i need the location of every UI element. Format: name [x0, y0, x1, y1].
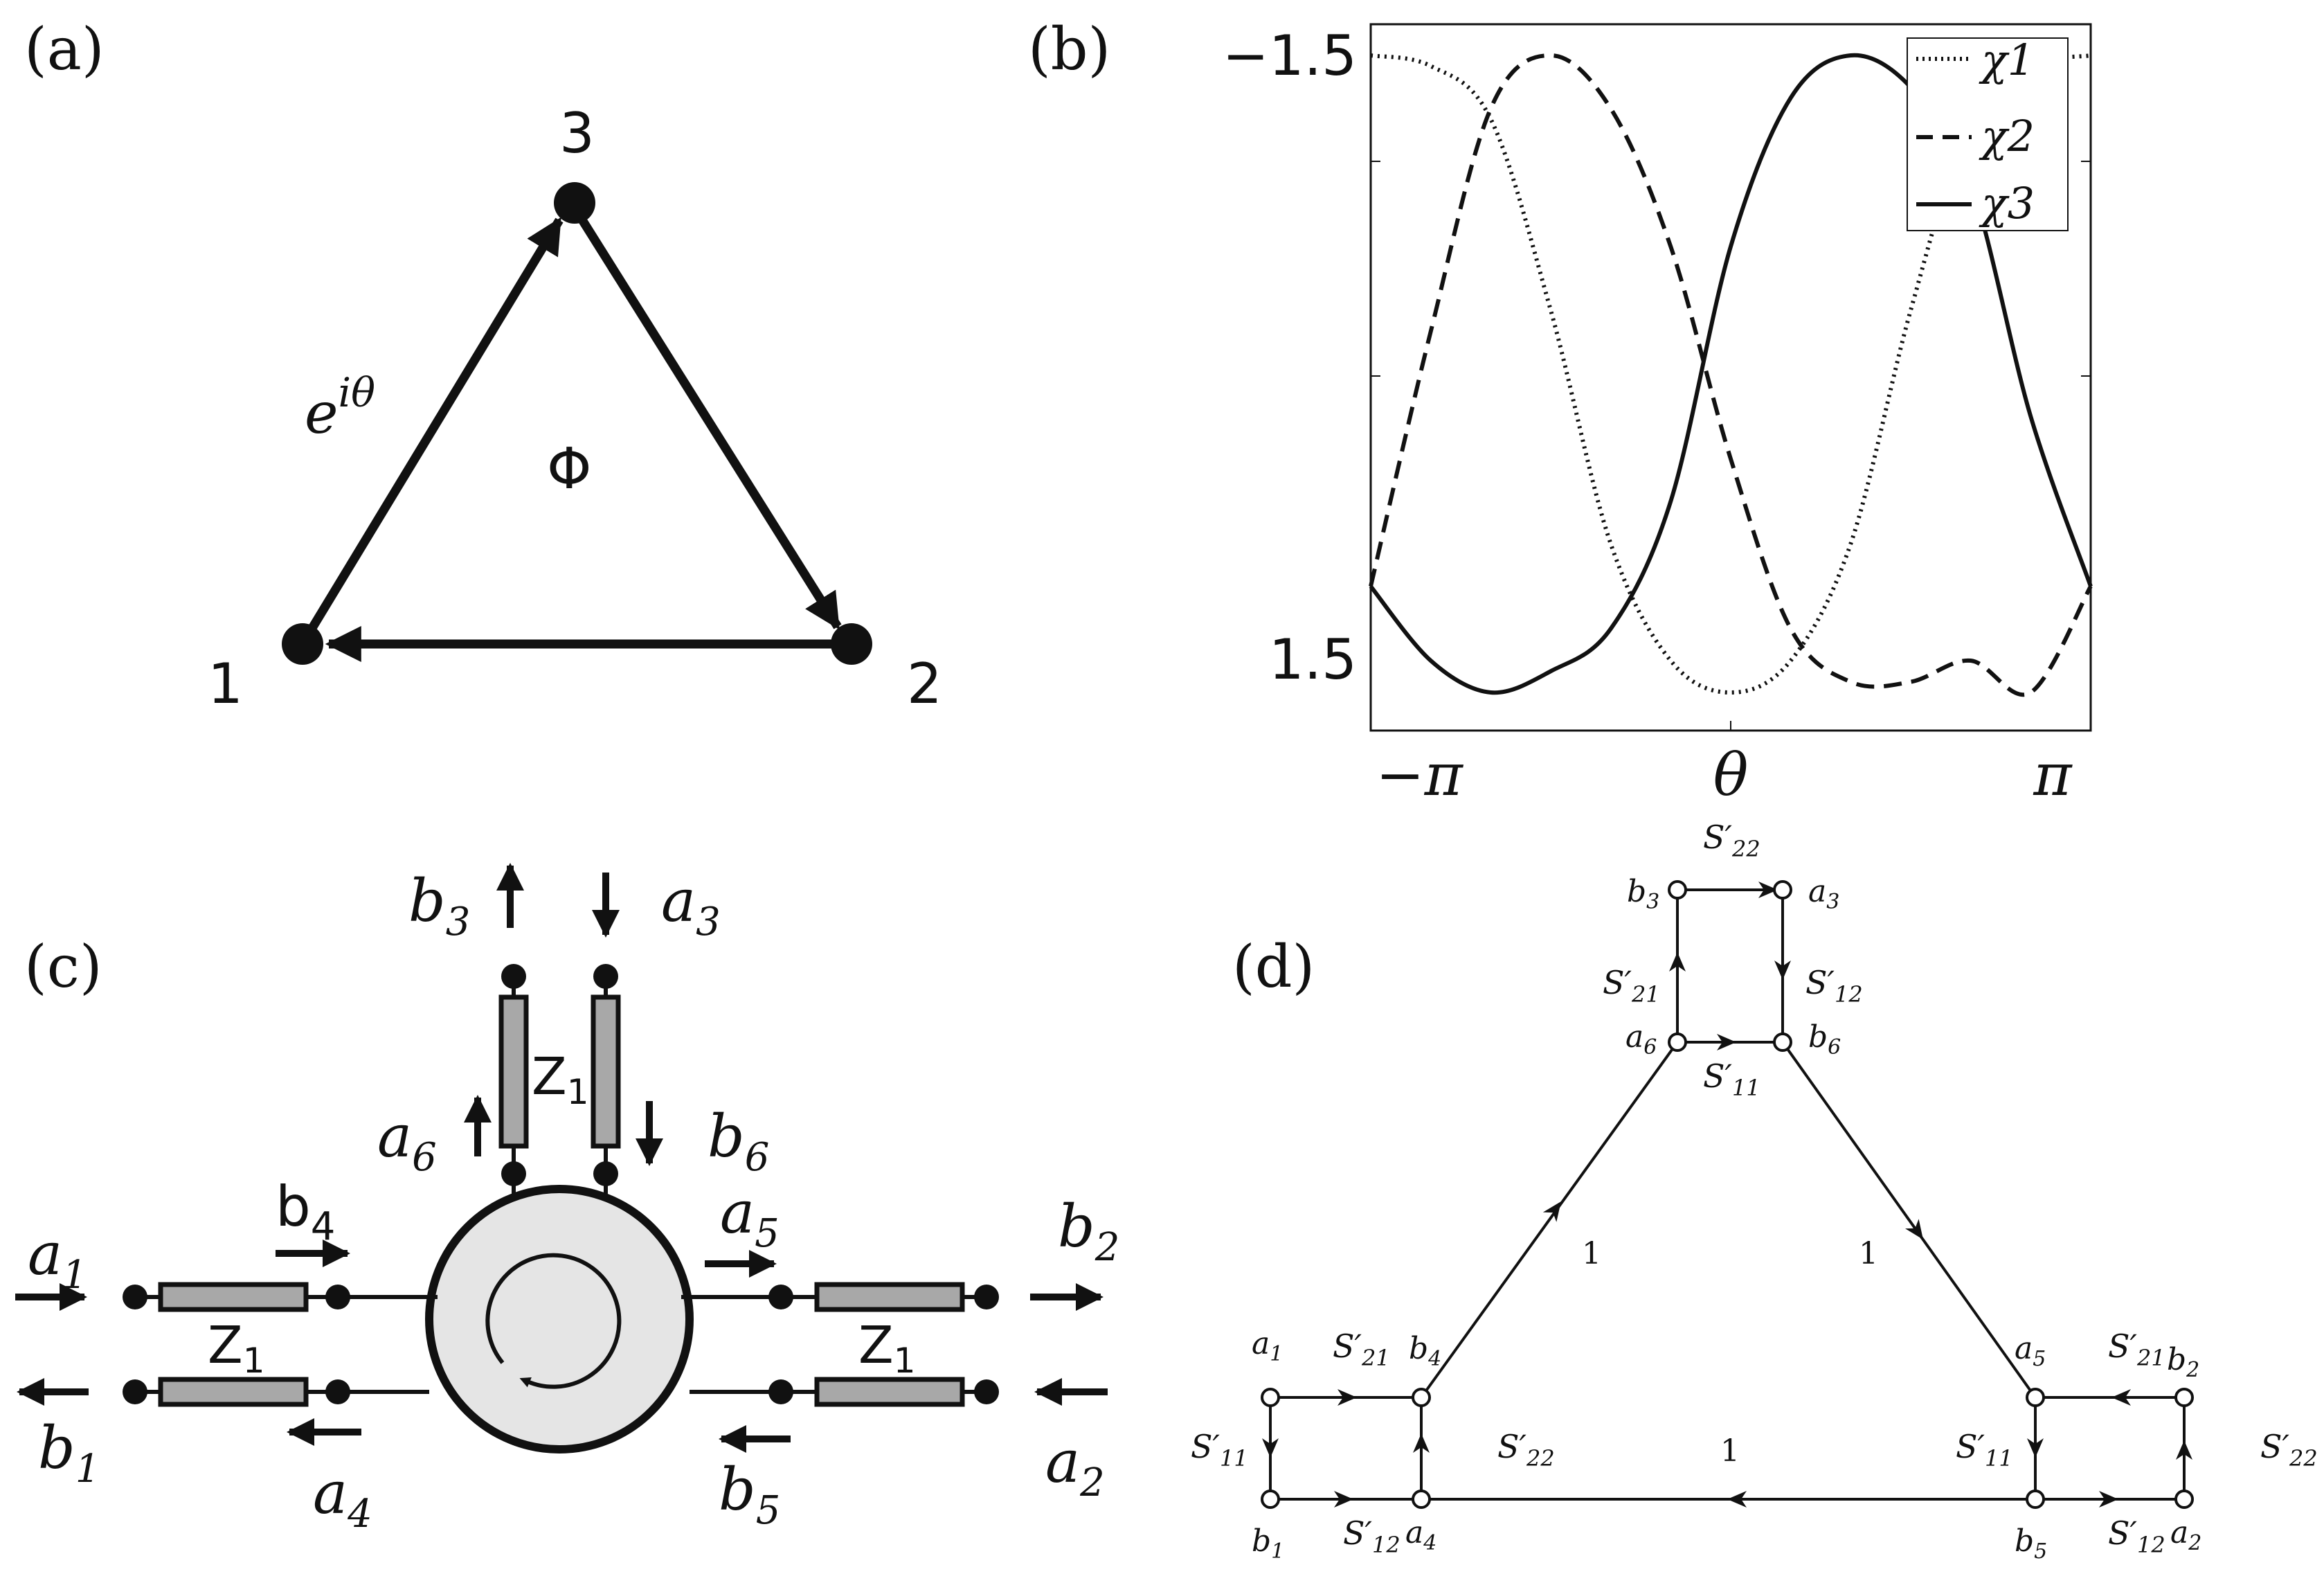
panel-c-label: (c) — [24, 933, 102, 1001]
edge-3-to-2 — [570, 205, 842, 630]
x-tick-middle: θ — [1713, 741, 1749, 809]
signal-flow-nodes — [1261, 880, 2194, 1509]
port-b1: b1 — [38, 1414, 100, 1492]
gain-right-diagonal: 1 — [1859, 1236, 1878, 1271]
circulation-arrow-icon — [485, 1253, 622, 1389]
edge-1-to-3 — [298, 217, 564, 647]
chart-legend: χ1 χ2 χ3 — [1907, 35, 2069, 231]
flux-label: Φ — [547, 436, 592, 502]
signal-flow-edges — [1269, 888, 2186, 1501]
s21-right: S′21 — [2108, 1327, 2165, 1371]
impedance-top-right — [591, 994, 621, 1149]
legend-label-2: χ2 — [1979, 111, 2035, 161]
port-b4: b4 — [276, 1174, 335, 1249]
port-a6: a6 — [377, 1102, 437, 1180]
sf-node-a5: a5 — [2015, 1331, 2046, 1371]
sf-node-b1: b1 — [1252, 1523, 1284, 1564]
port-b5: b5 — [719, 1456, 780, 1533]
impedance-label-top: Z1 — [532, 1047, 589, 1112]
sf-node-a6: a6 — [1625, 1019, 1657, 1059]
port-b6: b6 — [708, 1102, 769, 1180]
graph-node-2 — [831, 623, 872, 665]
x-tick-right: π — [2033, 741, 2073, 809]
y-tick-top: −1.5 — [1223, 24, 1357, 88]
s22-top: S′22 — [1703, 819, 1760, 862]
impedance-label-left: Z1 — [208, 1316, 265, 1381]
port-a2: a2 — [1045, 1428, 1105, 1505]
panel-a: (a) 1 2 3 eiθ Φ — [24, 15, 942, 716]
sf-node-a2: a2 — [2170, 1515, 2201, 1555]
s22-right: S′22 — [2260, 1428, 2318, 1472]
sf-node-b3: b3 — [1627, 874, 1659, 914]
impedance-right-bottom — [814, 1377, 965, 1407]
graph-node-1 — [282, 623, 323, 665]
chart-series — [1369, 53, 2093, 697]
series-line-3 — [1369, 53, 2093, 695]
sf-node-a4: a4 — [1405, 1515, 1436, 1555]
sf-node-b4: b4 — [1409, 1331, 1441, 1371]
port-b2: b2 — [1058, 1192, 1119, 1270]
port-b3: b3 — [408, 867, 470, 945]
gain-left-diagonal: 1 — [1582, 1236, 1601, 1271]
impedance-label-right: Z1 — [858, 1316, 916, 1381]
phase-label: eiθ — [305, 369, 375, 447]
s12-left: S′12 — [1343, 1514, 1400, 1558]
s11-left: S′11 — [1191, 1428, 1248, 1472]
impedance-right-top — [814, 1282, 965, 1312]
s12-right: S′12 — [2108, 1514, 2165, 1558]
s11-right: S′11 — [1956, 1428, 2013, 1472]
port-a3: a3 — [661, 867, 721, 945]
graph-node-3 — [554, 182, 595, 224]
port-a5: a5 — [720, 1179, 780, 1256]
node-label-1: 1 — [208, 652, 243, 716]
panel-b-label: (b) — [1028, 15, 1110, 83]
panel-b: (b) −1.5 1.5 −π θ π χ1 χ2 χ3 — [1028, 15, 2093, 809]
sf-node-b6: b6 — [1808, 1019, 1841, 1059]
s11-top: S′11 — [1703, 1057, 1760, 1101]
impedance-top-left — [498, 994, 529, 1149]
sf-node-b2: b2 — [2167, 1342, 2199, 1382]
sf-node-a3: a3 — [1808, 874, 1839, 914]
signal-flow-arrows — [1262, 882, 2192, 1508]
port-a4: a4 — [313, 1459, 372, 1537]
panel-c: (c) Z1 Z1 Z1 — [15, 863, 1119, 1537]
legend-label-1: χ1 — [1979, 35, 2035, 85]
chart-ticks — [1371, 161, 2091, 731]
node-label-2: 2 — [907, 652, 942, 716]
series-line-2 — [1369, 53, 2093, 697]
sf-node-b5: b5 — [2015, 1523, 2047, 1564]
panel-d-label: (d) — [1232, 933, 1315, 1001]
s12-top: S′12 — [1805, 964, 1863, 1008]
circulator-body — [425, 1185, 694, 1454]
s22-left: S′22 — [1497, 1428, 1555, 1472]
panel-a-label: (a) — [24, 15, 105, 83]
wave-arrows — [15, 863, 1108, 1453]
legend-label-3: χ3 — [1979, 178, 2035, 229]
impedance-left-top — [158, 1282, 309, 1312]
x-tick-left: −π — [1376, 741, 1463, 809]
y-tick-bottom: 1.5 — [1269, 627, 1357, 692]
legend-box — [1907, 37, 2069, 231]
s21-top: S′21 — [1603, 964, 1660, 1008]
port-a1: a1 — [28, 1220, 87, 1298]
terminal-dots — [123, 964, 999, 1404]
panel-d: (d) — [1191, 819, 2318, 1564]
gain-bottom: 1 — [1720, 1433, 1740, 1469]
impedance-left-bottom — [158, 1377, 309, 1407]
s21-left: S′21 — [1333, 1327, 1390, 1371]
node-label-3: 3 — [559, 101, 595, 166]
sf-node-a1: a1 — [1252, 1326, 1283, 1366]
